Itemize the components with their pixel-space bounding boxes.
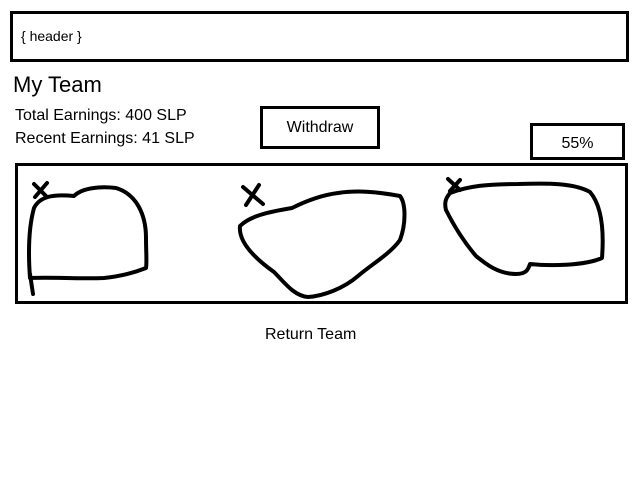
recent-earnings: Recent Earnings: 41 SLP <box>15 130 195 147</box>
header-placeholder: { header } <box>21 28 82 44</box>
return-team-link[interactable]: Return Team <box>265 326 357 343</box>
percent-value: 55% <box>561 135 594 152</box>
team-panel <box>15 163 628 304</box>
page-title: My Team <box>13 72 102 97</box>
total-earnings: Total Earnings: 400 SLP <box>15 107 187 124</box>
withdraw-button[interactable]: Withdraw <box>260 106 380 149</box>
creature-tail <box>28 272 35 296</box>
x-icon[interactable] <box>446 177 462 193</box>
team-members-canvas <box>27 177 605 299</box>
creature-outline <box>237 189 407 299</box>
header-bar: { header } <box>10 11 629 62</box>
percent-badge: 55% <box>530 123 625 160</box>
team-member-1[interactable] <box>27 181 149 296</box>
creature-outline <box>443 181 605 276</box>
x-icon[interactable] <box>32 181 49 199</box>
team-member-2[interactable] <box>237 183 407 299</box>
team-member-3[interactable] <box>443 177 605 276</box>
creature-outline <box>27 185 149 281</box>
x-icon[interactable] <box>241 183 265 207</box>
